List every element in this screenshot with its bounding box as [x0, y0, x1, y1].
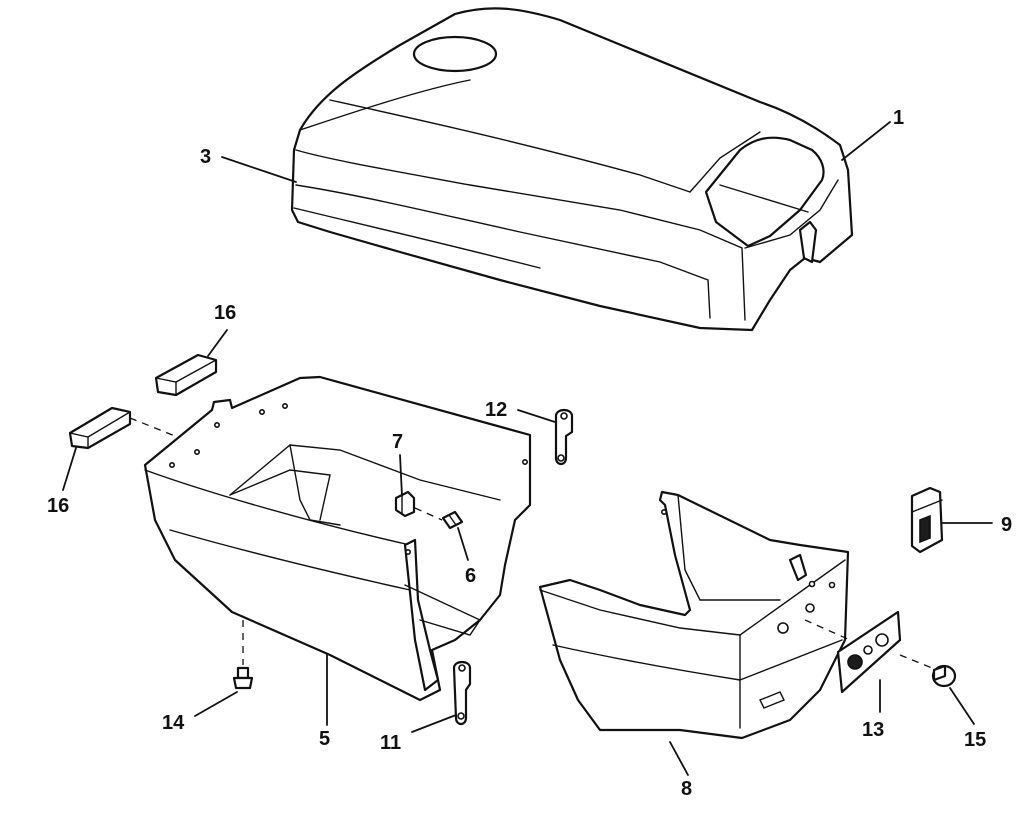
callout-12: 12 — [485, 399, 507, 421]
leader-6 — [457, 527, 469, 561]
leader-1 — [841, 121, 891, 161]
leader-12 — [517, 409, 556, 423]
callout-11: 11 — [380, 732, 401, 754]
leader-3 — [221, 156, 297, 183]
callout-1: 1 — [893, 107, 904, 129]
callout-5: 5 — [319, 728, 330, 750]
callout-14: 14 — [162, 712, 185, 734]
upper-motor-cover — [290, 7, 854, 332]
bracket-11 — [452, 660, 472, 726]
leader-16-top — [207, 329, 228, 357]
callout-8: 8 — [681, 778, 692, 800]
bracket-12 — [554, 408, 574, 466]
assembly-line-6 — [414, 507, 443, 521]
assembly-line-15 — [899, 654, 933, 669]
screw-14 — [232, 666, 254, 690]
callout-3: 3 — [200, 146, 211, 168]
callout-15: 15 — [964, 729, 986, 751]
plate-13 — [836, 610, 902, 694]
callout-16-top: 16 — [214, 302, 236, 324]
callout-13: 13 — [862, 719, 884, 741]
callout-16-left: 16 — [47, 495, 69, 517]
assembly-line-16 — [129, 417, 181, 439]
plug-15 — [931, 664, 957, 688]
lower-cover-left — [143, 375, 532, 702]
leader-8 — [669, 741, 689, 776]
callout-6: 6 — [465, 565, 476, 587]
leader-14 — [194, 691, 238, 717]
callout-9: 9 — [1001, 514, 1012, 536]
grommet-16-top — [154, 353, 218, 397]
leader-16-left — [62, 447, 77, 491]
latch-9 — [910, 486, 944, 554]
assembly-line-13 — [804, 619, 851, 641]
screw-6 — [441, 510, 464, 530]
leader-11 — [411, 714, 457, 733]
lower-cover-right — [538, 490, 850, 740]
grommet-16-left — [68, 406, 132, 450]
clip-7 — [394, 490, 416, 518]
leader-15 — [949, 687, 975, 725]
leader-7 — [399, 454, 403, 497]
callout-7: 7 — [392, 431, 403, 453]
